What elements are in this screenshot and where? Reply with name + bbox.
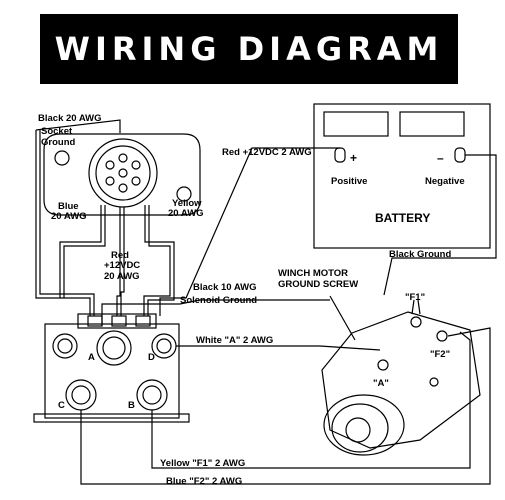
label-socket: Socket	[41, 126, 73, 137]
label-ground: Ground	[41, 137, 75, 148]
minus-sign: –	[437, 151, 444, 165]
label-battery: BATTERY	[375, 211, 430, 225]
title-banner: WIRING DIAGRAM	[40, 14, 458, 84]
winch-motor	[321, 299, 481, 456]
label-solenoid-ground: Solenoid Ground	[180, 295, 257, 306]
label-f2: "F2"	[430, 349, 450, 360]
label-red: Red	[111, 250, 129, 261]
page-title: WIRING DIAGRAM	[54, 30, 444, 68]
label-blue-f2: Blue "F2" 2 AWG	[166, 476, 242, 487]
label-red-battery: Red +12VDC 2 AWG	[222, 147, 312, 158]
label-yellow-f1: Yellow "F1" 2 AWG	[160, 458, 245, 469]
label-f1: "F1"	[405, 292, 425, 303]
label-white-a: White "A" 2 AWG	[196, 335, 273, 346]
label-positive: Positive	[331, 176, 367, 187]
wire-black-20	[35, 130, 91, 316]
label-yellow: Yellow	[172, 198, 202, 209]
solenoid	[33, 313, 190, 423]
label-red-awg: 20 AWG	[104, 271, 140, 282]
wire-yellow-f1	[151, 331, 471, 469]
label-black-ground: Black Ground	[389, 249, 451, 260]
label-blue: Blue	[58, 201, 79, 212]
label-ground-screw: GROUND SCREW	[278, 279, 358, 290]
trailer-socket	[43, 133, 201, 216]
label-red-12v: +12VDC	[104, 260, 140, 271]
wire-blue-f2	[80, 327, 491, 485]
terminal-a: A	[88, 352, 95, 363]
terminal-d: D	[148, 352, 155, 363]
terminal-b: B	[128, 400, 135, 411]
label-negative: Negative	[425, 176, 465, 187]
label-yellow-awg: 20 AWG	[168, 208, 204, 219]
battery	[313, 103, 491, 249]
label-blue-awg: 20 AWG	[51, 211, 87, 222]
terminal-c: C	[58, 400, 65, 411]
label-winch-motor: WINCH MOTOR	[278, 268, 348, 279]
plus-sign: +	[350, 151, 357, 165]
label-black-10: Black 10 AWG	[193, 282, 257, 293]
label-motor-a: "A"	[373, 378, 389, 389]
label-black-20: Black 20 AWG	[38, 113, 102, 124]
